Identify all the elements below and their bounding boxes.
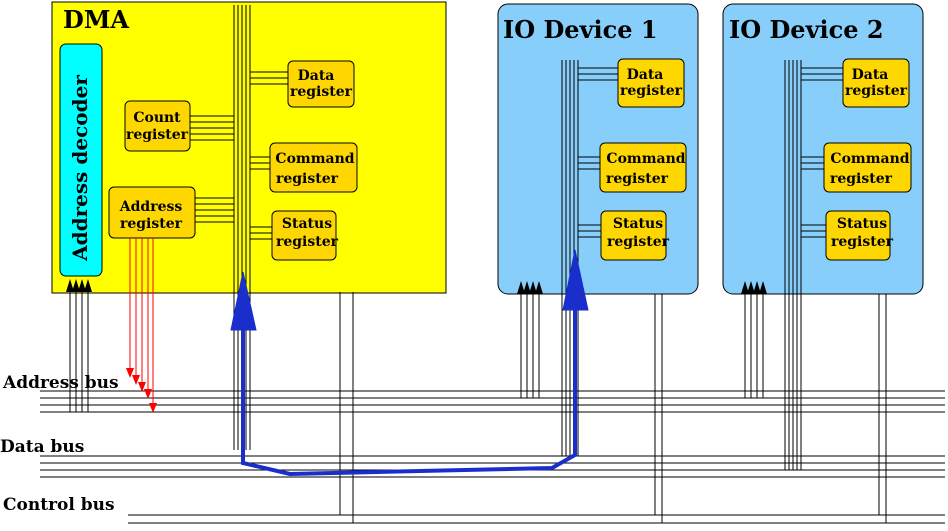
io2-status-register xyxy=(825,210,891,261)
decoder-input-arrow xyxy=(66,279,74,292)
io1-transfer-arrowhead xyxy=(562,249,589,311)
decoder-input-arrow xyxy=(84,279,92,292)
address-output-arrow xyxy=(126,368,134,378)
dma-status-register-label: Status xyxy=(282,216,332,232)
io2-status-register-label: register xyxy=(831,234,894,250)
dma-data-register-label: register xyxy=(290,84,353,100)
io2-command-register-label: Command xyxy=(830,151,909,167)
dma-count-register-label: register xyxy=(126,127,189,143)
io2-address-input-arrow xyxy=(759,281,767,294)
dma-address-register xyxy=(108,186,196,239)
io2-address-input-arrow xyxy=(753,281,761,294)
address-register-output-lines xyxy=(129,238,154,405)
dma-title: DMA xyxy=(63,5,129,34)
dma-address-register-label: Address xyxy=(119,199,183,215)
io-device-1-title: IO Device 1 xyxy=(503,15,658,44)
dma-data-register-label: Data xyxy=(298,68,335,84)
io2-data-register xyxy=(842,58,910,108)
io1-data-register-label: Data xyxy=(627,67,664,83)
address-decoder xyxy=(59,43,103,277)
dma-status-register-label: register xyxy=(276,234,339,250)
bus-wiring xyxy=(40,5,945,524)
io2-data-register-label: register xyxy=(845,83,908,99)
io1-command-register xyxy=(599,142,687,193)
io-device-2-title: IO Device 2 xyxy=(729,15,884,44)
io2-data-register-label: Data xyxy=(852,67,889,83)
address-output-arrow xyxy=(149,403,157,413)
io2-command-register-label: register xyxy=(830,171,893,187)
address-output-arrow xyxy=(138,382,146,392)
decoder-input-arrow xyxy=(78,279,86,292)
io2-address-input-arrow xyxy=(747,281,755,294)
dma-transfer-path xyxy=(241,290,577,477)
io2-status-register-label: Status xyxy=(837,216,887,232)
address-output-arrow xyxy=(144,389,152,399)
dma-command-register xyxy=(269,142,358,193)
io1-address-input-arrow xyxy=(523,281,531,294)
io1-data-register-label: register xyxy=(620,83,683,99)
dma-command-register-label: register xyxy=(276,171,339,187)
io1-status-register-label: Status xyxy=(613,216,663,232)
data-bus-label: Data bus xyxy=(0,437,84,457)
decoder-input-arrow xyxy=(72,279,80,292)
dma-address-register-label: register xyxy=(120,216,183,232)
dma-count-register xyxy=(124,100,191,152)
io1-command-register-label: Command xyxy=(606,151,685,167)
io1-address-input-arrow xyxy=(529,281,537,294)
dma-transfer-arrowhead xyxy=(230,271,257,331)
io1-command-register-label: register xyxy=(606,171,669,187)
address-decoder-label: Address decoder xyxy=(68,75,92,262)
io2-command-register xyxy=(823,142,912,193)
bus-arrows xyxy=(66,279,767,413)
address-bus-label: Address bus xyxy=(2,373,119,393)
io1-status-register-label: register xyxy=(607,234,670,250)
dma-status-register xyxy=(271,210,337,261)
dma-command-register-label: Command xyxy=(275,151,354,167)
io1-status-register xyxy=(600,210,667,261)
io2-address-input-arrow xyxy=(741,281,749,294)
dma-count-register-label: Count xyxy=(133,110,181,126)
address-output-arrow xyxy=(132,375,140,385)
control-bus-label: Control bus xyxy=(3,495,115,515)
io1-address-input-arrow xyxy=(535,281,543,294)
io1-data-register xyxy=(617,58,685,108)
io1-address-input-arrow xyxy=(517,281,525,294)
dma-block xyxy=(51,1,447,294)
